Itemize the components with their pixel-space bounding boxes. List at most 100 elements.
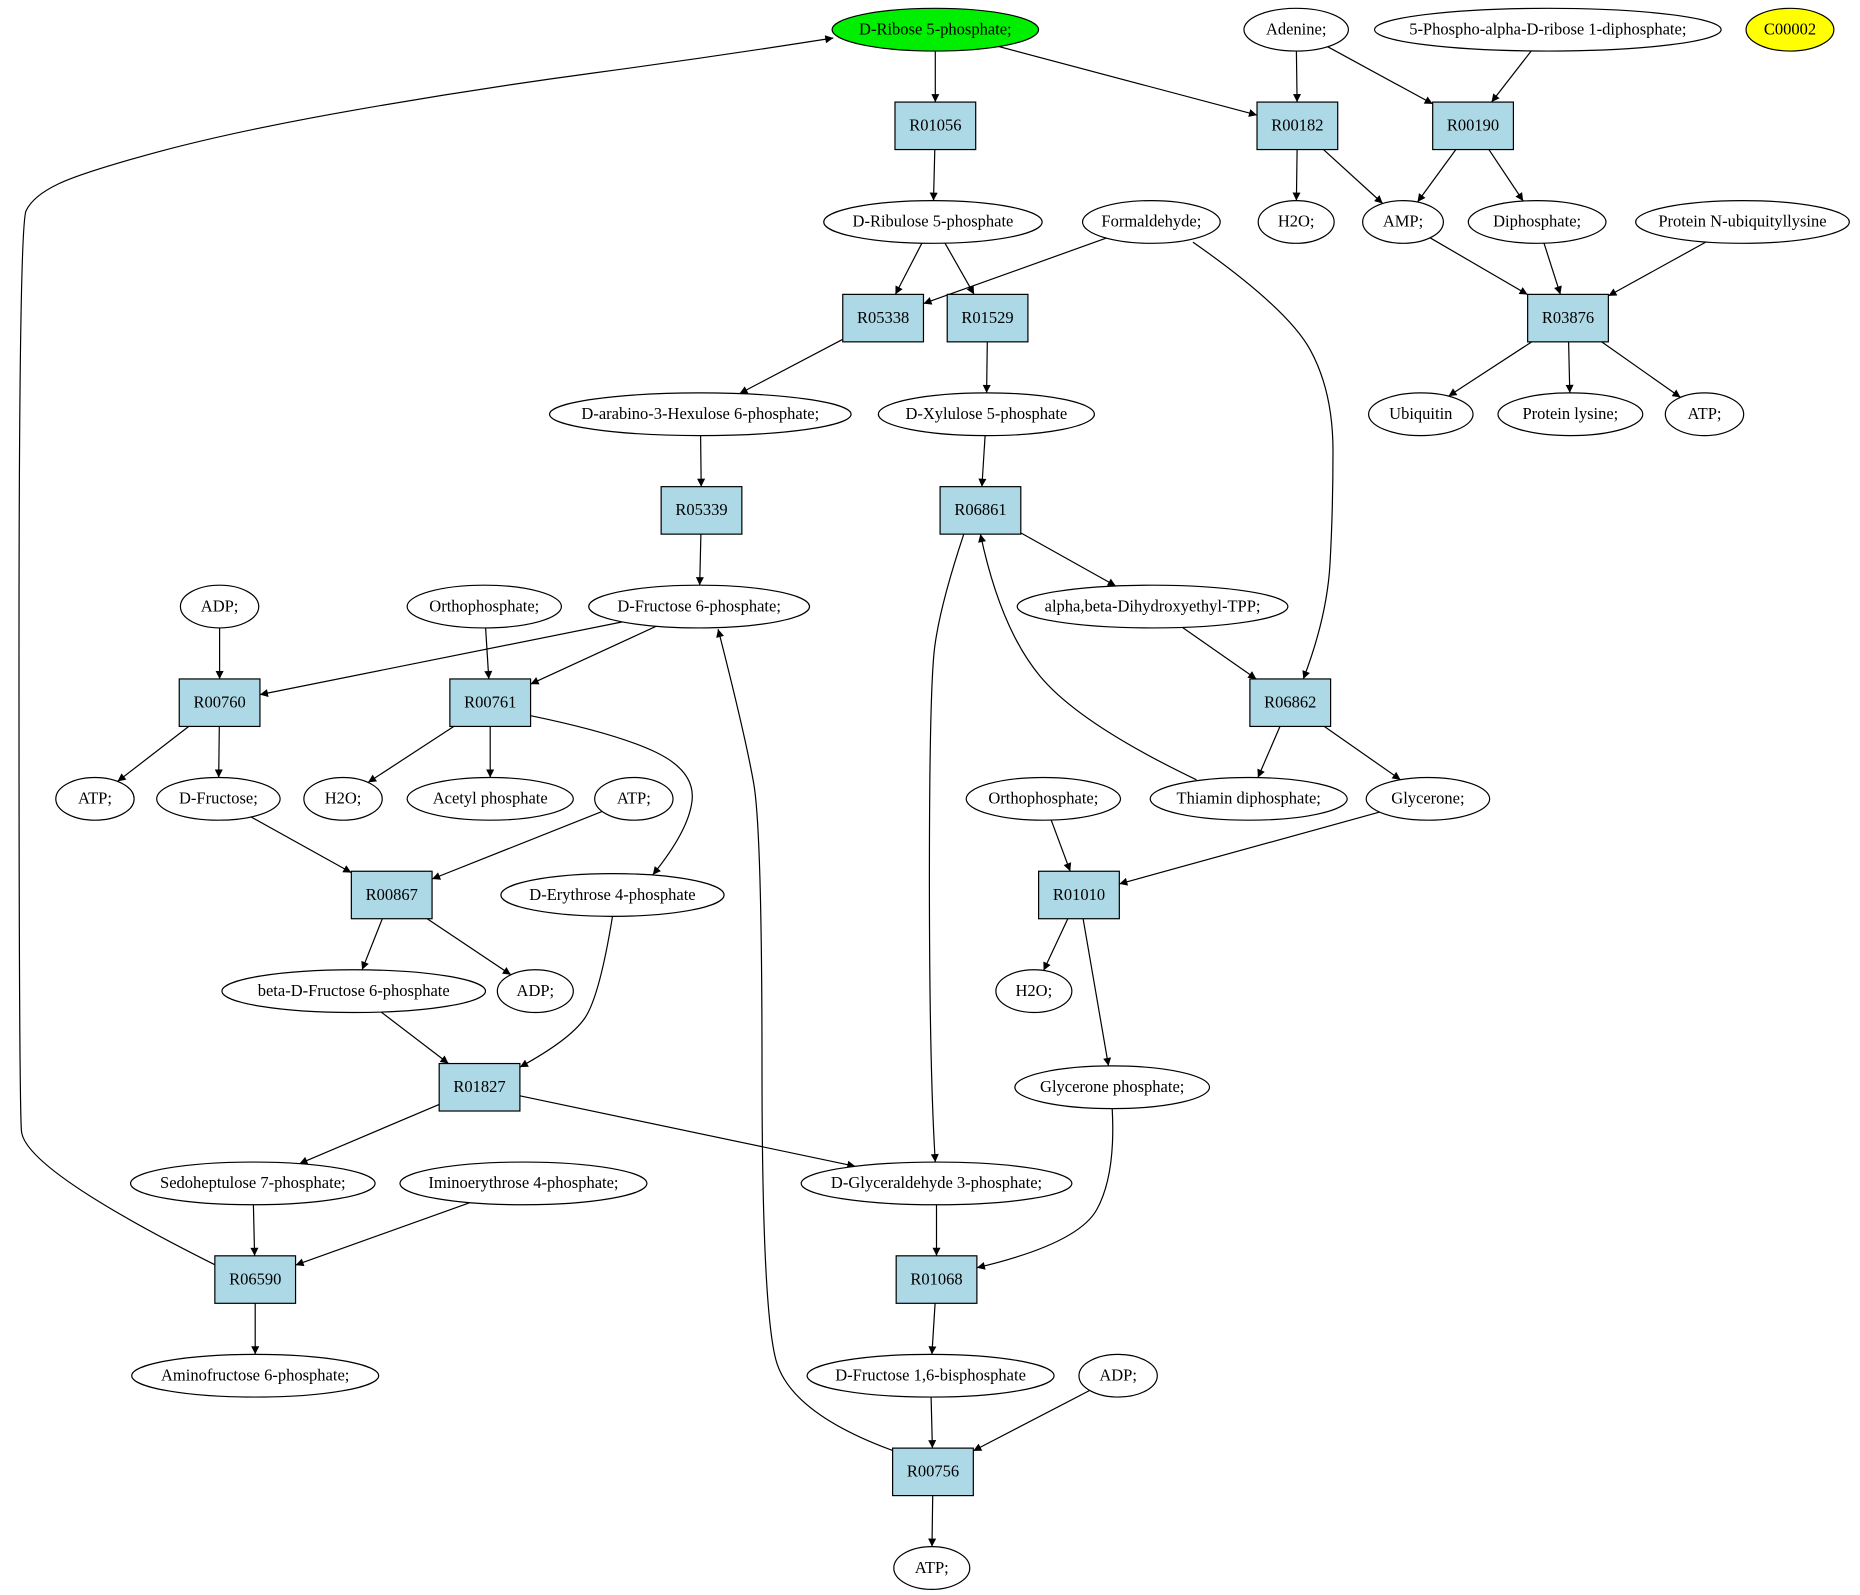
compound-ellipse <box>806 1353 1055 1398</box>
reaction-node-r00182[interactable]: R00182 <box>1256 101 1339 151</box>
compound-node-adp_c[interactable]: ADP; <box>1078 1353 1158 1398</box>
compound-node-adenine[interactable]: Adenine; <box>1243 7 1350 52</box>
compound-node-ubiquitin[interactable]: Ubiquitin <box>1367 392 1474 437</box>
compound-node-thiamin[interactable]: Thiamin diphosphate; <box>1149 776 1348 821</box>
compound-label: ADP; <box>201 596 239 615</box>
compound-label: Iminoerythrose 4-phosphate; <box>428 1173 618 1192</box>
compound-ellipse <box>877 392 1095 437</box>
edge-R00867-to-adp_b <box>426 918 512 976</box>
reaction-node-r00867[interactable]: R00867 <box>350 870 433 920</box>
compound-label: D-Fructose 6-phosphate; <box>617 596 781 615</box>
compound-label: Formaldehyde; <box>1101 212 1201 231</box>
reaction-node-r03876[interactable]: R03876 <box>1527 293 1609 343</box>
edge-R03876-to-ubiquitin <box>1448 341 1533 397</box>
compound-label: Thiamin diphosphate; <box>1177 789 1321 808</box>
reaction-label: R01827 <box>453 1077 505 1096</box>
compound-node-protubq[interactable]: Protein N-ubiquityllysine <box>1635 199 1850 244</box>
compound-node-xylulose5p[interactable]: D-Xylulose 5-phosphate <box>877 392 1095 437</box>
compound-ellipse <box>399 1161 648 1206</box>
compound-node-orthop_b[interactable]: Orthophosphate; <box>965 776 1122 821</box>
compound-ellipse <box>594 776 674 821</box>
compound-ellipse <box>1243 7 1350 52</box>
reaction-node-r00761[interactable]: R00761 <box>449 678 532 728</box>
compound-node-iminoery4p[interactable]: Iminoerythrose 4-phosphate; <box>399 1161 648 1206</box>
reaction-node-r00190[interactable]: R00190 <box>1432 101 1515 151</box>
compound-ellipse <box>1149 776 1348 821</box>
edge-R00756-to-fructose6p <box>716 628 893 1452</box>
compound-node-erythrose4p[interactable]: D-Erythrose 4-phosphate <box>500 873 725 917</box>
compound-node-orthop_a[interactable]: Orthophosphate; <box>406 584 563 629</box>
compound-node-c00002[interactable]: C00002 <box>1745 7 1835 52</box>
compound-ellipse <box>1664 392 1745 437</box>
compound-ellipse <box>1257 199 1335 244</box>
reaction-node-r01056[interactable]: R01056 <box>894 101 977 151</box>
compound-node-bfructose6p[interactable]: beta-D-Fructose 6-phosphate <box>221 969 487 1014</box>
reaction-box <box>1432 101 1515 151</box>
reaction-node-r01529[interactable]: R01529 <box>946 293 1029 343</box>
compound-node-atp_d[interactable]: ATP; <box>893 1546 971 1590</box>
compound-node-atp_c[interactable]: ATP; <box>594 776 674 821</box>
reaction-node-r05338[interactable]: R05338 <box>842 293 925 343</box>
compound-node-atp_a[interactable]: ATP; <box>1664 392 1745 437</box>
reaction-box <box>894 101 977 151</box>
compound-node-protlys[interactable]: Protein lysine; <box>1497 392 1644 437</box>
compound-node-h2o_c[interactable]: H2O; <box>995 969 1073 1014</box>
reaction-box <box>178 678 261 728</box>
compound-node-acetylp[interactable]: Acetyl phosphate <box>406 776 574 821</box>
compound-label: Glycerone phosphate; <box>1040 1077 1184 1096</box>
compound-label: Orthophosphate; <box>429 596 539 615</box>
edge-R00867-to-bfructose6p <box>361 918 383 971</box>
compound-node-ribulose5p[interactable]: D-Ribulose 5-phosphate <box>823 199 1043 244</box>
compound-label: Sedoheptulose 7-phosphate; <box>160 1173 346 1192</box>
compound-ellipse <box>1635 199 1850 244</box>
compound-node-h2o_a[interactable]: H2O; <box>1257 199 1335 244</box>
edge-R05339-to-fructose6p <box>695 534 704 586</box>
edge-xylulose5p-to-R06861 <box>978 435 987 487</box>
reaction-label: R01010 <box>1053 885 1105 904</box>
edge-R01529-to-xylulose5p <box>982 341 991 393</box>
compound-node-aminofru6p[interactable]: Aminofructose 6-phosphate; <box>131 1353 380 1398</box>
reaction-label: R01056 <box>909 116 961 135</box>
compound-node-fructose6p[interactable]: D-Fructose 6-phosphate; <box>588 584 811 629</box>
compound-ellipse <box>406 584 563 629</box>
reaction-node-r05339[interactable]: R05339 <box>660 486 743 535</box>
compound-node-hexulose6p[interactable]: D-arabino-3-Hexulose 6-phosphate; <box>548 392 852 437</box>
compound-node-adp_a[interactable]: ADP; <box>179 584 260 629</box>
reaction-label: R05339 <box>675 500 727 519</box>
reaction-node-r06861[interactable]: R06861 <box>939 486 1022 535</box>
compound-node-ribose5p[interactable]: D-Ribose 5-phosphate; <box>831 7 1040 52</box>
compound-node-atp_b[interactable]: ATP; <box>55 776 135 821</box>
compound-label: Protein N-ubiquityllysine <box>1658 212 1826 231</box>
compound-ellipse <box>496 969 574 1014</box>
compound-node-dhetpp[interactable]: alpha,beta-Dihydroxyethyl-TPP; <box>1016 584 1289 629</box>
compound-node-glyceronep[interactable]: Glycerone phosphate; <box>1014 1065 1211 1110</box>
compound-node-fbp[interactable]: D-Fructose 1,6-bisphosphate <box>806 1353 1055 1398</box>
edge-R01010-to-glyceronep <box>1082 918 1112 1067</box>
edge-hexulose6p-to-R05339 <box>697 435 706 487</box>
compound-node-fructose[interactable]: D-Fructose; <box>156 776 281 821</box>
compound-node-amp[interactable]: AMP; <box>1362 199 1444 244</box>
compound-node-formaldehyde[interactable]: Formaldehyde; <box>1081 199 1221 244</box>
compound-node-diphosphate[interactable]: Diphosphate; <box>1467 199 1607 244</box>
reaction-node-r01010[interactable]: R01010 <box>1038 870 1120 920</box>
reaction-node-r01068[interactable]: R01068 <box>895 1255 978 1304</box>
reaction-box <box>892 1447 974 1497</box>
edge-diphosphate-to-R03876 <box>1543 243 1562 295</box>
compound-ellipse <box>995 969 1073 1014</box>
reaction-box <box>1527 293 1609 343</box>
reaction-box <box>350 870 433 920</box>
compound-node-glycerone[interactable]: Glycerone; <box>1365 776 1491 821</box>
compound-node-sedo7p[interactable]: Sedoheptulose 7-phosphate; <box>129 1161 376 1206</box>
reaction-node-r06590[interactable]: R06590 <box>214 1255 297 1304</box>
compound-node-h2o_b[interactable]: H2O; <box>303 776 383 821</box>
edge-erythrose4p-to-R01827 <box>519 916 614 1068</box>
compound-node-prpp[interactable]: 5-Phospho-alpha-D-ribose 1-diphosphate; <box>1373 7 1722 52</box>
reaction-node-r01827[interactable]: R01827 <box>438 1062 521 1112</box>
compound-node-adp_b[interactable]: ADP; <box>496 969 574 1014</box>
reaction-node-r00760[interactable]: R00760 <box>178 678 261 728</box>
compound-ellipse <box>1373 7 1722 52</box>
compound-node-g3p[interactable]: D-Glyceraldehyde 3-phosphate; <box>800 1161 1073 1206</box>
reaction-node-r00756[interactable]: R00756 <box>892 1447 974 1497</box>
reaction-node-r06862[interactable]: R06862 <box>1249 678 1332 728</box>
reaction-label: R06862 <box>1264 692 1316 711</box>
